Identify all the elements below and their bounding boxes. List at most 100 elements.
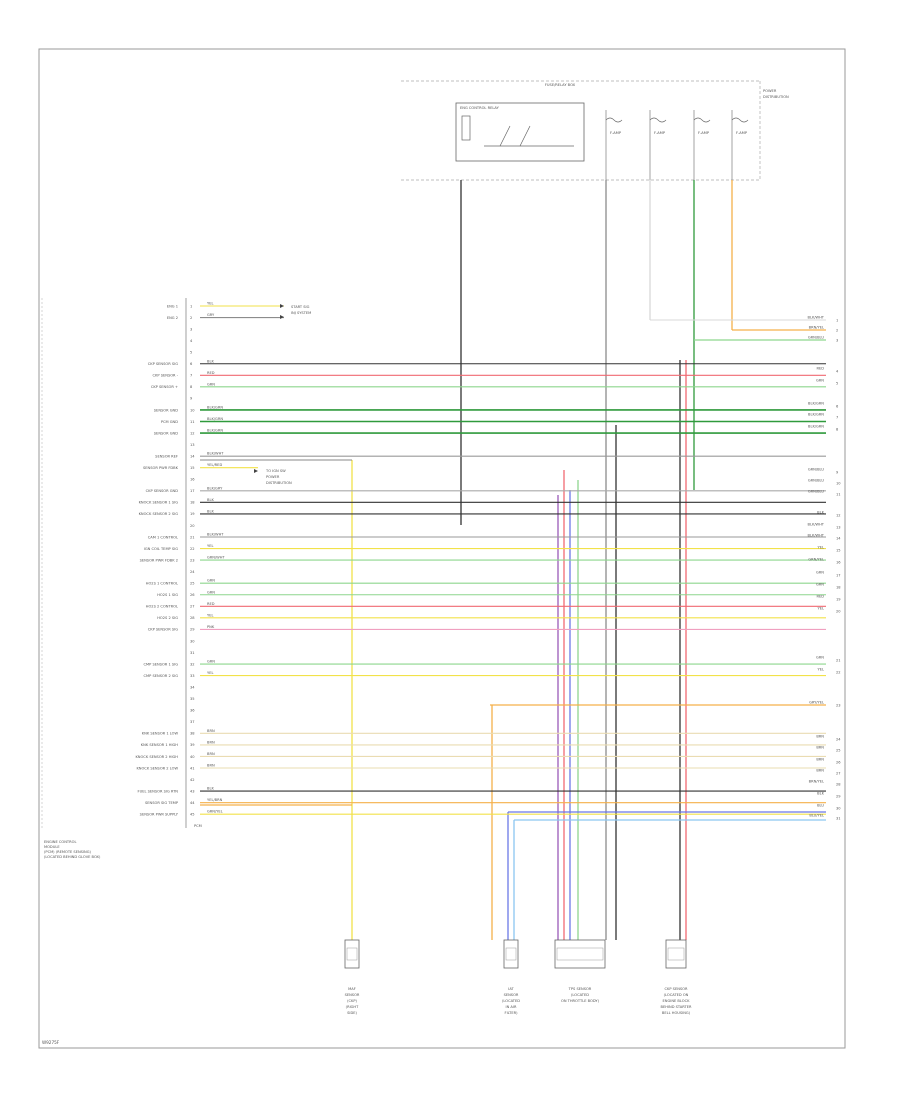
pcm-pin-label: KNK SENSOR 1 LOW — [142, 732, 179, 736]
wire-color-code: YEL — [207, 613, 213, 617]
pcm-pin-label: CKP SENSOR GND — [146, 489, 179, 493]
right-wire-tag: BRN/YEL — [809, 780, 824, 784]
pcm-pin-number: 28 — [190, 616, 195, 620]
pcm-pin-number: 43 — [190, 789, 195, 793]
pcm-pin-label: HO2S 1 CONTROL — [146, 582, 178, 586]
pcm-pin-label: CKP SENSOR SIG — [148, 628, 179, 632]
component-connector — [344, 939, 360, 969]
wire-color-code: BLK — [207, 509, 214, 513]
wire-color-code: GRY — [207, 313, 215, 317]
fuse-rating: F-AMP — [698, 131, 710, 135]
component-body — [667, 947, 685, 961]
component-label: (LOCATED ON — [664, 993, 689, 997]
wire-color-code: BLK/GRN — [207, 405, 223, 409]
pcm-pin-label: KNOCK SENSOR 1 SIG — [139, 501, 179, 505]
pcm-pin-number: 33 — [190, 674, 195, 678]
right-pin-number: 3 — [836, 338, 838, 342]
pcm-pin-number: 40 — [190, 755, 195, 759]
right-wire-tag: YEL — [818, 668, 824, 672]
pcm-pin-number: 34 — [190, 685, 195, 689]
vertical-wires — [351, 180, 826, 940]
pcm-pin-number: 37 — [190, 720, 195, 724]
pcm-pin-label: CMP SENSOR 2 SIG — [144, 674, 179, 678]
right-pin-number: 8 — [836, 427, 839, 431]
right-wire-tag: BRN — [816, 769, 824, 773]
pcm-pin-number: 14 — [190, 454, 195, 458]
pcm-pin-number: 15 — [190, 466, 195, 470]
fuse-box-note: DISTRIBUTION — [763, 95, 789, 99]
component-label: ENGINE BLOCK — [663, 999, 691, 1003]
component-label: TPS SENSOR — [568, 987, 592, 991]
pcm-pin-number: 44 — [190, 801, 195, 805]
right-wire-tag: GRN/BLU — [808, 336, 824, 340]
right-wire-tag: BLK/GRN — [808, 413, 824, 417]
right-wire-tag: GRY/YEL — [809, 701, 824, 705]
component-label: MAF — [348, 987, 356, 991]
pcm-pin-label: CMP SENSOR 1 SIG — [144, 662, 179, 666]
pcm-pin-label: SENSOR SIG TEMP — [145, 801, 179, 805]
pcm-pin-number: 22 — [190, 547, 195, 551]
wire-color-code: YEL — [207, 671, 213, 675]
pcm-pin-label: KNOCK SENSOR 2 LOW — [136, 766, 178, 770]
fuse-icon — [731, 117, 749, 123]
wire-color-code: BRN — [207, 752, 215, 756]
pcm-pin-label: ENG 2 — [167, 316, 178, 320]
right-pin-number: 27 — [836, 771, 841, 775]
pcm-title-line: ENGINE CONTROL — [44, 840, 76, 844]
wire-color-code: BLK/GRN — [207, 417, 223, 421]
right-pin-number: 1 — [836, 318, 838, 322]
pcm-pin-number: 6 — [190, 362, 193, 366]
right-pin-number: 11 — [836, 492, 841, 496]
pcm-pin-number: 36 — [190, 709, 195, 713]
pcm-pin-label: SENSOR GND — [154, 408, 178, 412]
component-connector — [503, 939, 519, 969]
pcm-pin-number: 41 — [190, 766, 195, 770]
component-label: CKP SENSOR — [664, 987, 688, 991]
component-label: IAT — [508, 987, 514, 991]
relay-label: ENG CONTROL RELAY — [460, 106, 500, 110]
component-body — [505, 947, 517, 961]
right-pin-number: 23 — [836, 703, 841, 707]
right-pin-number: 28 — [836, 782, 841, 786]
pcm-pin-number: 26 — [190, 593, 195, 597]
pcm-pin-label: HO2S 1 SIG — [157, 593, 178, 597]
pcm-pin-number: 21 — [190, 535, 195, 539]
pcm-pin-label: PCM GND — [161, 420, 178, 424]
right-pin-number: 9 — [836, 470, 839, 474]
pcm-pin-number: 19 — [190, 512, 195, 516]
wire-color-code: PNK — [207, 625, 215, 629]
right-wire-tag: BLU/YEL — [809, 814, 824, 818]
pcm-pin-number: 35 — [190, 697, 195, 701]
wire-color-code: BLK/WHT — [207, 533, 224, 537]
wire-color-code: RED — [207, 602, 215, 606]
note-start-sig: START SIG — [291, 305, 310, 309]
right-pin-number: 4 — [836, 369, 839, 373]
wire-color-code: BLK/GRY — [207, 486, 223, 490]
pcm-pin-number: 7 — [190, 374, 192, 378]
right-pin-number: 20 — [836, 609, 841, 613]
pcm-pin-number: 38 — [190, 732, 195, 736]
pcm-pin-number: 1 — [190, 304, 192, 308]
component-connector — [665, 939, 687, 969]
pcm-pin-label: HO2S 2 CONTROL — [146, 605, 178, 609]
component-label: BELL HOUSING) — [662, 1011, 691, 1015]
right-pin-number: 6 — [836, 404, 839, 408]
right-pin-number: 26 — [836, 760, 841, 764]
engine-control-relay — [455, 102, 585, 162]
pcm-title-line: MODULE — [44, 845, 60, 849]
pcm-pin-number: 5 — [190, 351, 192, 355]
right-wire-tag: BRN/YEL — [809, 326, 824, 330]
component-label: SENSOR — [504, 993, 519, 997]
wire-color-code: RED — [207, 371, 215, 375]
wire-color-code: BRN — [207, 729, 215, 733]
wire-color-code: BLK/GRN — [207, 429, 223, 433]
wire-color-code: BLK — [207, 787, 214, 791]
component-body — [346, 947, 358, 961]
right-wire-tag: GRN/BLU — [808, 490, 824, 494]
pcm-pin-label: CKP SENSOR + — [151, 385, 178, 389]
pcm-pin-number: 13 — [190, 443, 195, 447]
note-inj-system: INJ SYSTEM — [291, 311, 311, 315]
